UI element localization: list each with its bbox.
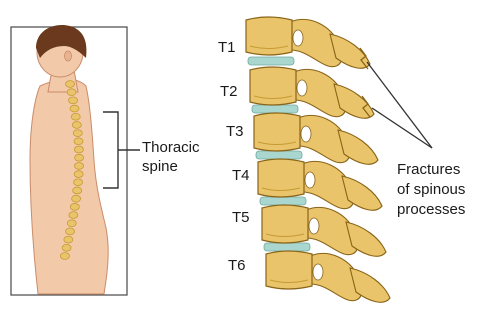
body-spine-vertebra bbox=[74, 179, 83, 186]
intervertebral-disc bbox=[252, 105, 298, 113]
fractures-label-line3: processes bbox=[397, 201, 465, 218]
vertebra-processes bbox=[290, 19, 370, 68]
body-spine-vertebra bbox=[74, 146, 83, 153]
body-spine-vertebra bbox=[75, 154, 84, 161]
fracture-leader-2 bbox=[372, 108, 432, 148]
vertebral-body bbox=[266, 251, 312, 289]
vertebral-body bbox=[258, 159, 304, 197]
vertebra-labels: T1T2T3T4T5T6 bbox=[218, 39, 250, 274]
vertebra-label: T2 bbox=[220, 83, 238, 100]
vertebral-body bbox=[254, 113, 300, 151]
fractures-label-line1: Fractures bbox=[397, 161, 460, 178]
body-spine-vertebra bbox=[69, 97, 78, 104]
body-spine-vertebra bbox=[64, 236, 73, 243]
vertebral-body bbox=[246, 17, 292, 55]
body-spine-vertebra bbox=[70, 105, 79, 112]
intervertebral-disc bbox=[248, 57, 294, 65]
body-spine-vertebra bbox=[73, 187, 82, 194]
vertebra-processes bbox=[302, 161, 382, 210]
body-spine-vertebra bbox=[74, 171, 83, 178]
vertebra-label: T4 bbox=[232, 167, 250, 184]
vertebra-processes bbox=[294, 69, 374, 118]
body-panel bbox=[11, 25, 127, 295]
body-spine-vertebra bbox=[73, 130, 82, 137]
body-spine-vertebra bbox=[71, 113, 80, 120]
intervertebral-disc bbox=[264, 243, 310, 251]
body-ear bbox=[65, 51, 72, 61]
foramen bbox=[297, 80, 307, 96]
fractures-label-line2: of spinous bbox=[397, 181, 465, 198]
intervertebral-disc bbox=[260, 197, 306, 205]
body-spine-vertebra bbox=[67, 220, 76, 227]
body-spine-vertebra bbox=[69, 212, 78, 219]
vertebra-processes bbox=[306, 207, 386, 256]
vertebral-body bbox=[262, 205, 308, 243]
foramen bbox=[313, 264, 323, 280]
intervertebral-disc bbox=[256, 151, 302, 159]
body-spine-vertebra bbox=[66, 81, 75, 88]
vertebral-column bbox=[246, 17, 390, 302]
vertebra-processes bbox=[310, 253, 390, 302]
foramen bbox=[309, 218, 319, 234]
vertebra-processes bbox=[298, 115, 378, 164]
vertebra-label: T1 bbox=[218, 39, 236, 56]
vertebra-label: T5 bbox=[232, 209, 250, 226]
vertebral-body bbox=[250, 67, 296, 105]
body-spine-vertebra bbox=[72, 195, 81, 202]
vertebra-label: T3 bbox=[226, 123, 244, 140]
body-spine-vertebra bbox=[62, 244, 71, 251]
body-spine-vertebra bbox=[60, 253, 69, 260]
fracture-leaders bbox=[367, 62, 432, 148]
body-spine-vertebra bbox=[70, 203, 79, 210]
foramen bbox=[305, 172, 315, 188]
foramen bbox=[293, 30, 303, 46]
fracture-leader-1 bbox=[367, 62, 432, 148]
body-spine-vertebra bbox=[75, 163, 84, 170]
foramen bbox=[301, 126, 311, 142]
vertebra-label: T6 bbox=[228, 257, 246, 274]
body-spine-vertebra bbox=[72, 122, 81, 129]
thoracic-label-line1: Thoracic bbox=[142, 139, 200, 156]
body-spine-vertebra bbox=[66, 228, 75, 235]
body-spine-vertebra bbox=[67, 89, 76, 96]
thoracic-label-line2: spine bbox=[142, 158, 178, 175]
body-spine-vertebra bbox=[74, 138, 83, 145]
